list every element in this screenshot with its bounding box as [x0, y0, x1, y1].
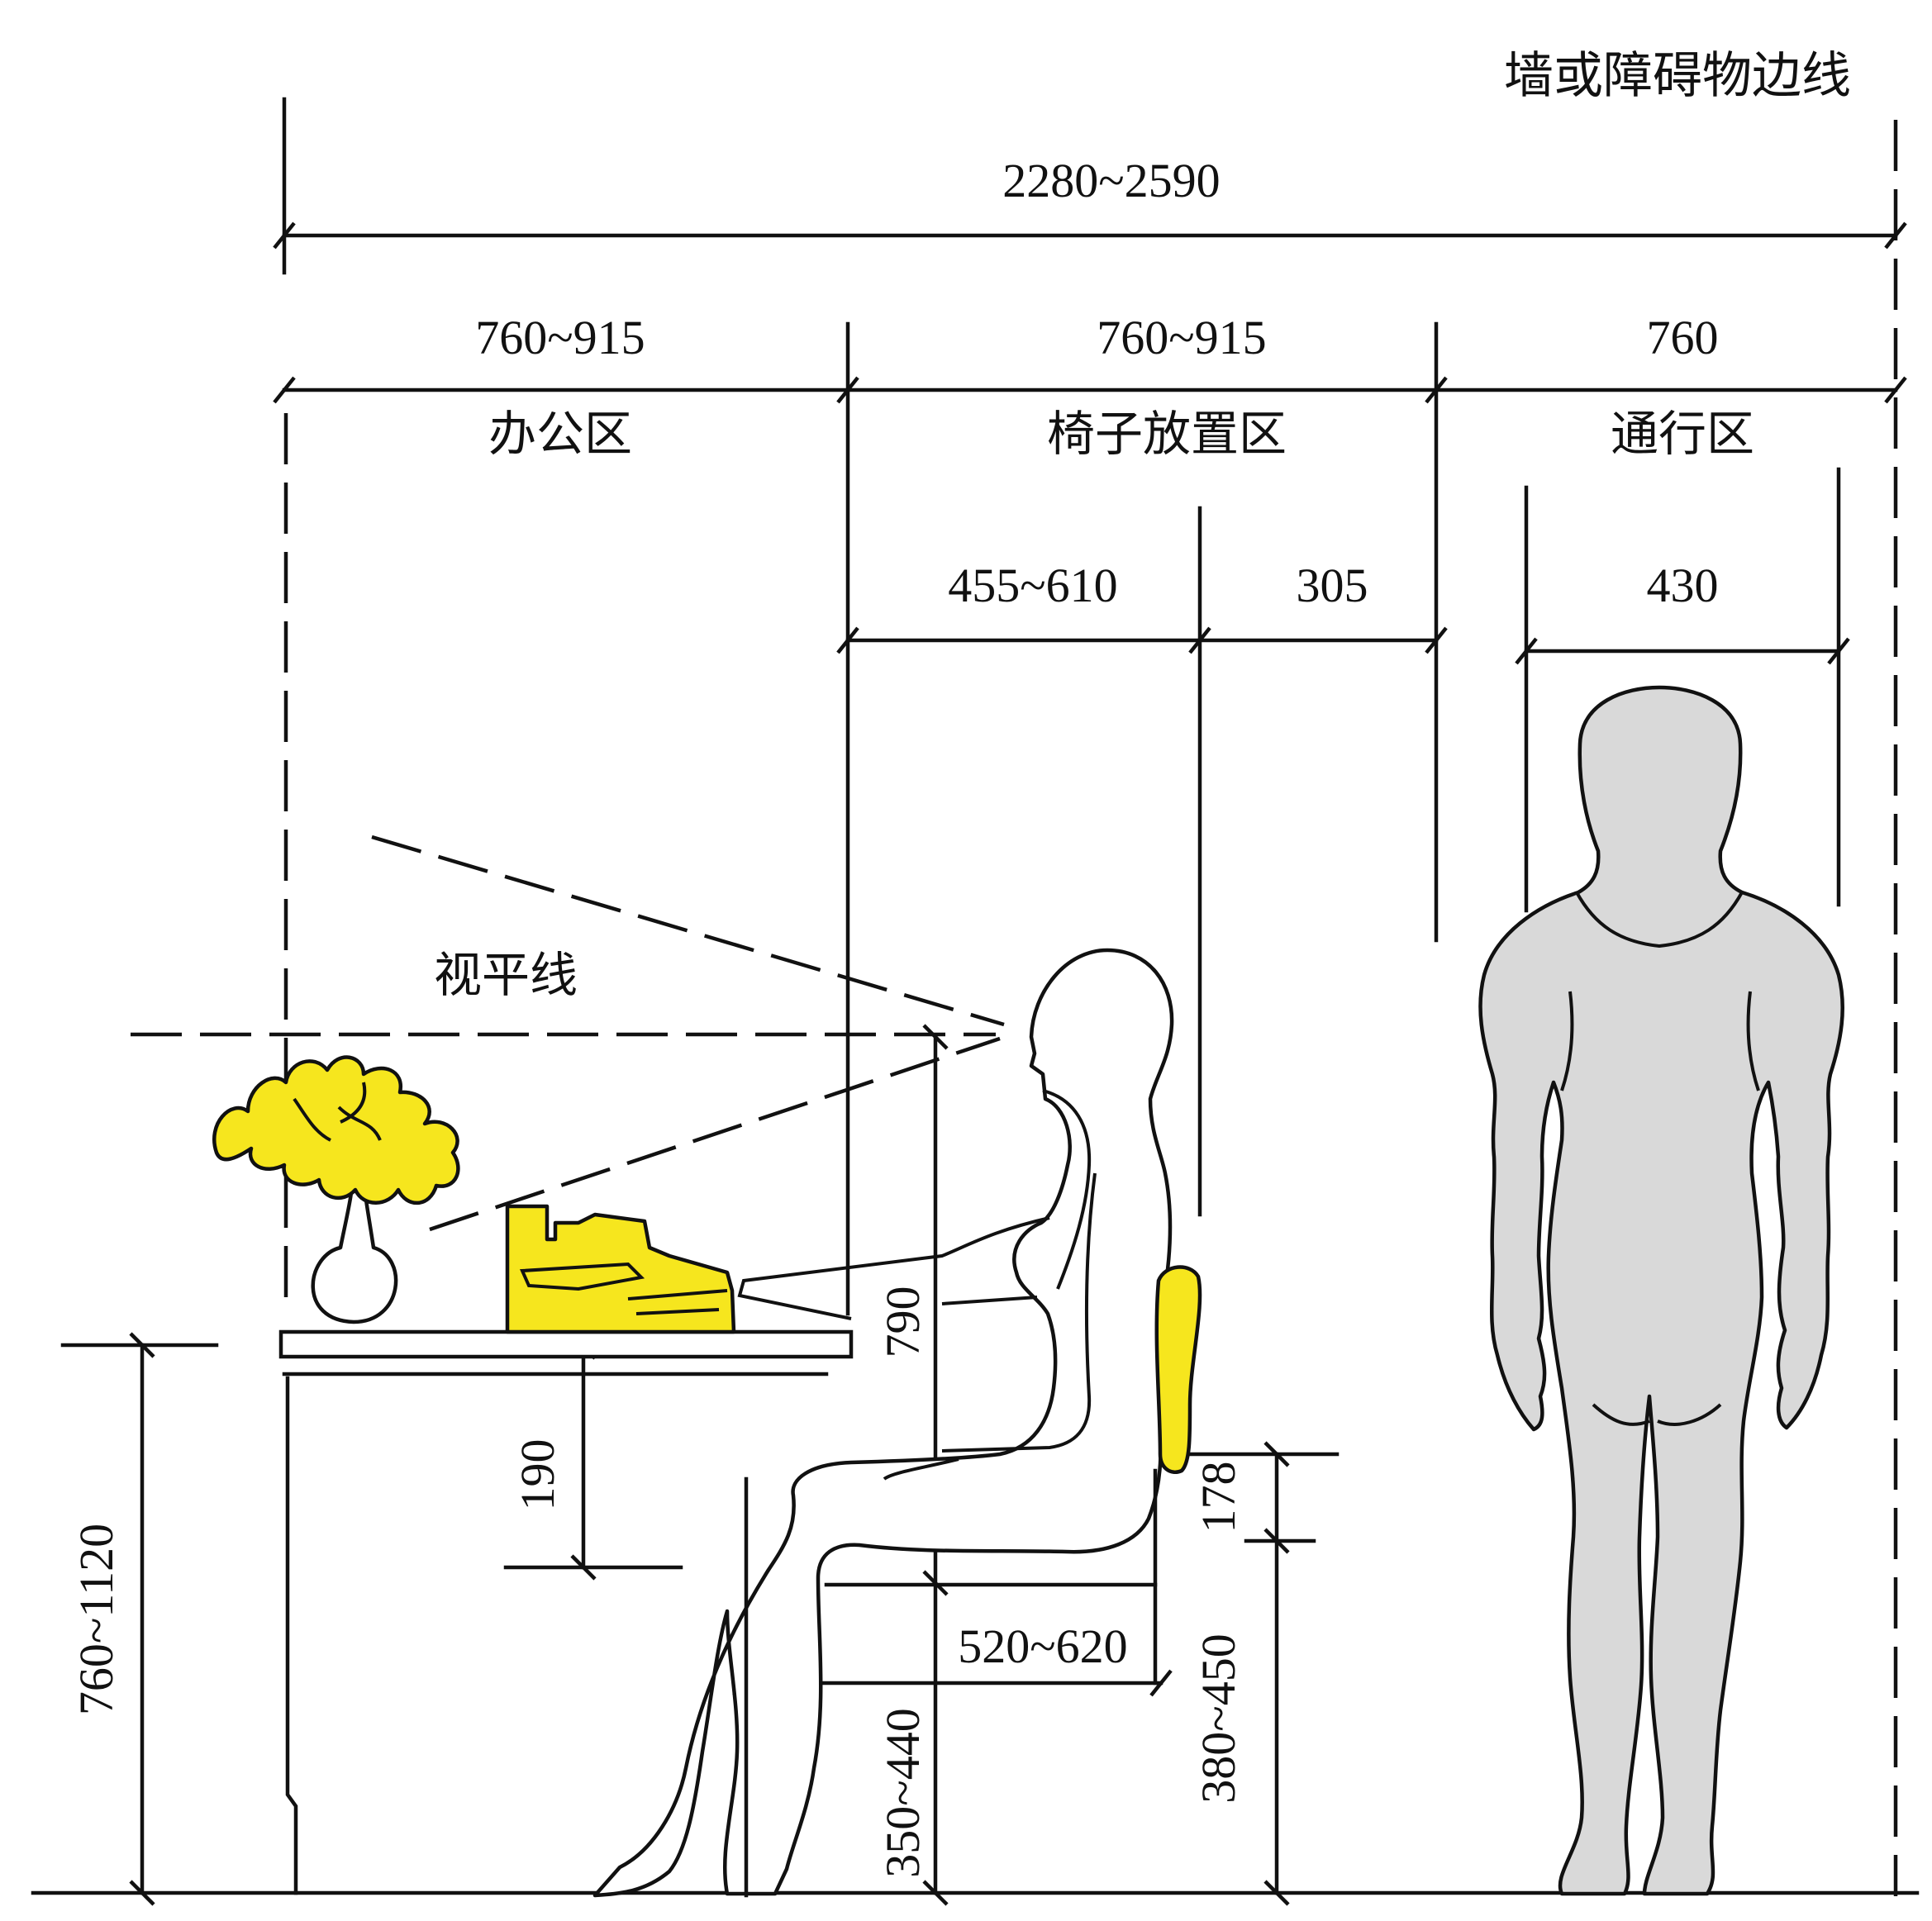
seat-thickness-label: 178 — [1192, 1462, 1245, 1533]
passage-width-label: 760 — [1647, 311, 1719, 364]
office-zone-label: 办公区 — [488, 407, 632, 461]
chair-zone-label: 椅子放置区 — [1047, 407, 1287, 461]
total-width-label: 2280~2590 — [1002, 154, 1220, 207]
eye-height-label: 790 — [876, 1286, 930, 1358]
upper-sight-line — [371, 834, 1005, 1027]
chair-backrest — [1154, 1265, 1202, 1474]
wall-label: 墙或障碍物边线 — [1504, 49, 1851, 103]
seat-height-label: 380~450 — [1192, 1633, 1245, 1803]
seat-depth-label: 520~620 — [958, 1619, 1127, 1673]
flower-bouquet — [212, 1055, 460, 1205]
typewriter — [505, 1204, 736, 1334]
standing-person — [1478, 685, 1844, 1896]
desk-leg — [285, 1376, 298, 1895]
chair-width-label: 760~915 — [1097, 311, 1266, 364]
under-desk-label: 190 — [511, 1439, 564, 1511]
office-width-label: 760~915 — [475, 311, 645, 364]
sight-line-label: 视平线 — [434, 949, 578, 1002]
lower-sight-line — [429, 1036, 1001, 1232]
chair-front-label: 455~610 — [948, 559, 1117, 612]
passage-zone-label: 通行区 — [1611, 407, 1754, 461]
shoulder-width-label: 430 — [1647, 559, 1719, 612]
desk-top — [278, 1329, 854, 1359]
knee-clearance-label: 350~440 — [876, 1708, 930, 1877]
chair-back-label: 305 — [1297, 559, 1368, 612]
desk-height-label: 760~1120 — [69, 1524, 123, 1715]
